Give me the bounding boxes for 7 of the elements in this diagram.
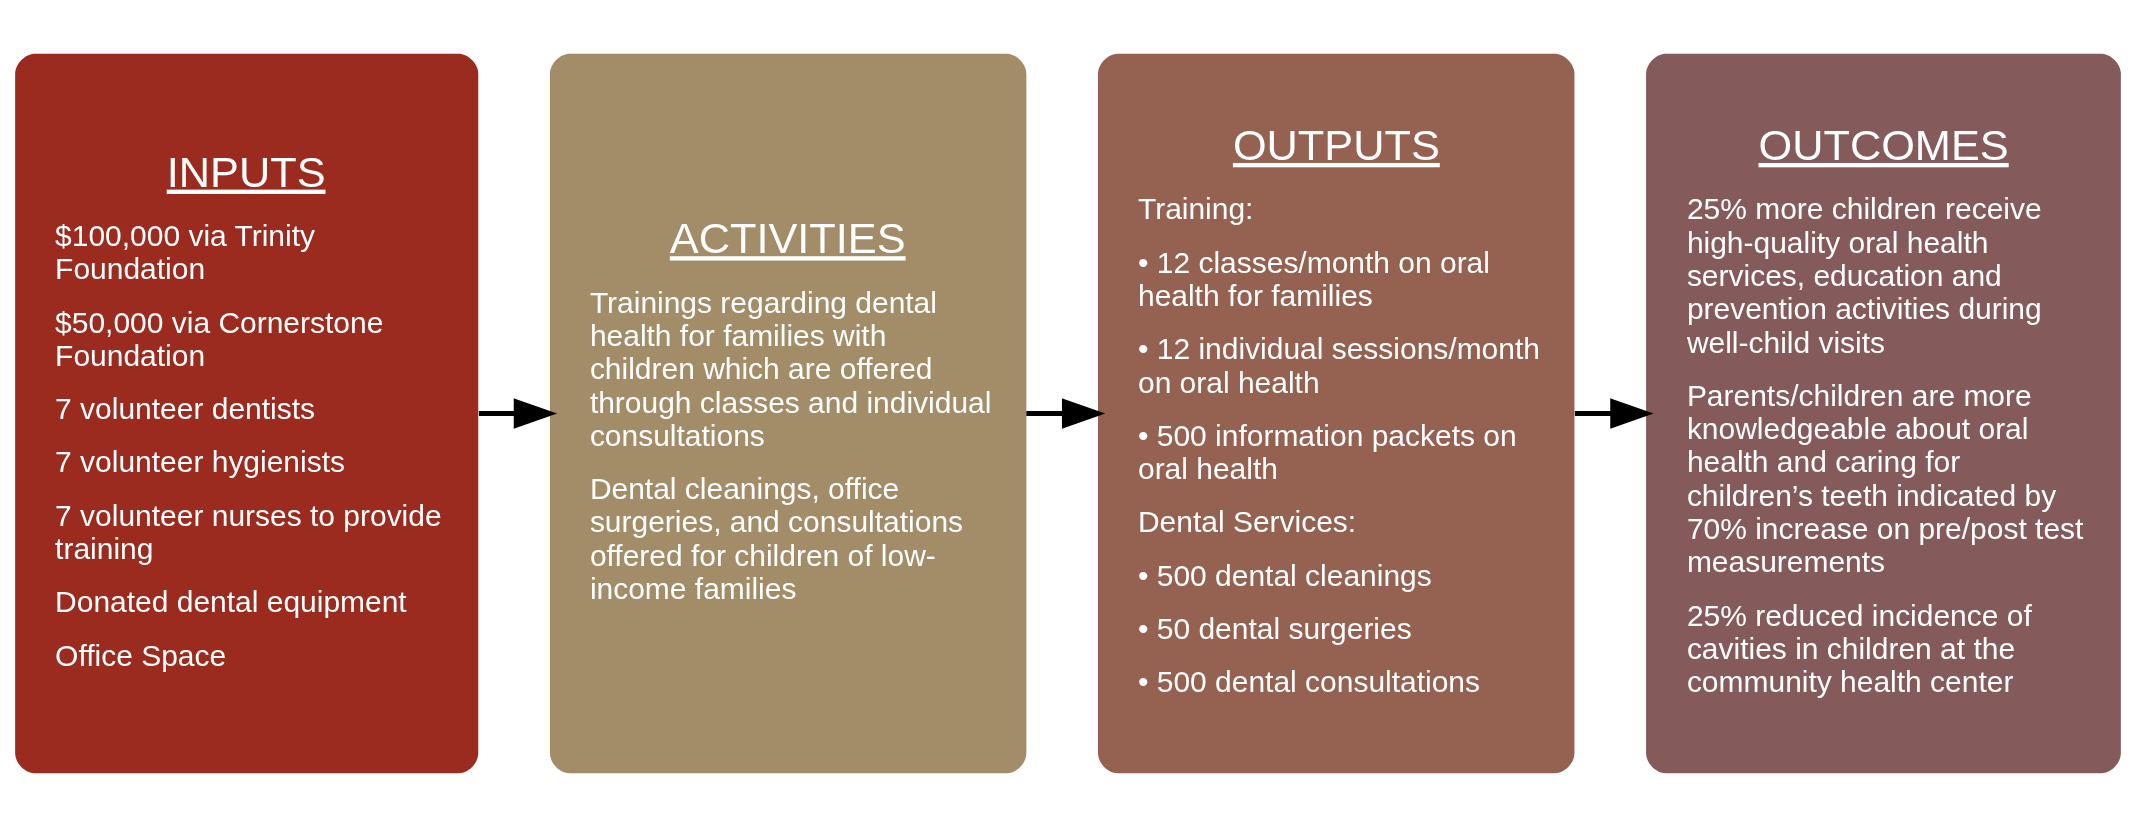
node-box: INPUTS $100,000 via Trinity Foundation $50,000 via Cornerstone Foundation 7 volunteer dentists 7 volunteer hygienists 7 volunteer nurses to provide training Donated dental equipment Office Space [15,53,479,773]
arrow [478,397,558,429]
arrow [1026,397,1106,429]
node-box: OUTPUTS Training: • 12 classes/month on oral health for families • 12 individual sessions/month on oral health • 500 information packets on oral health Dental Services: • 500 dental cleanings • 50 dental surgeries • 500 dental consultations [1098,53,1575,773]
node-box: OUTCOMES 25% more children receive high-quality oral health services, education and prevention activities during well-child visits Parents/children are more knowledgeable about oral health and caring for children’s teeth indicated by 70% increase on pre/post test measurements 25% reduced incidence of cavities in children at the community health center [1646,53,2121,773]
arrow [1574,397,1654,429]
node-box: ACTIVITIES Trainings regarding dental health for families with children which are offered through classes and individual consultations Dental cleanings, office surgeries, and consultations offered for children of low-income families [549,53,1027,773]
